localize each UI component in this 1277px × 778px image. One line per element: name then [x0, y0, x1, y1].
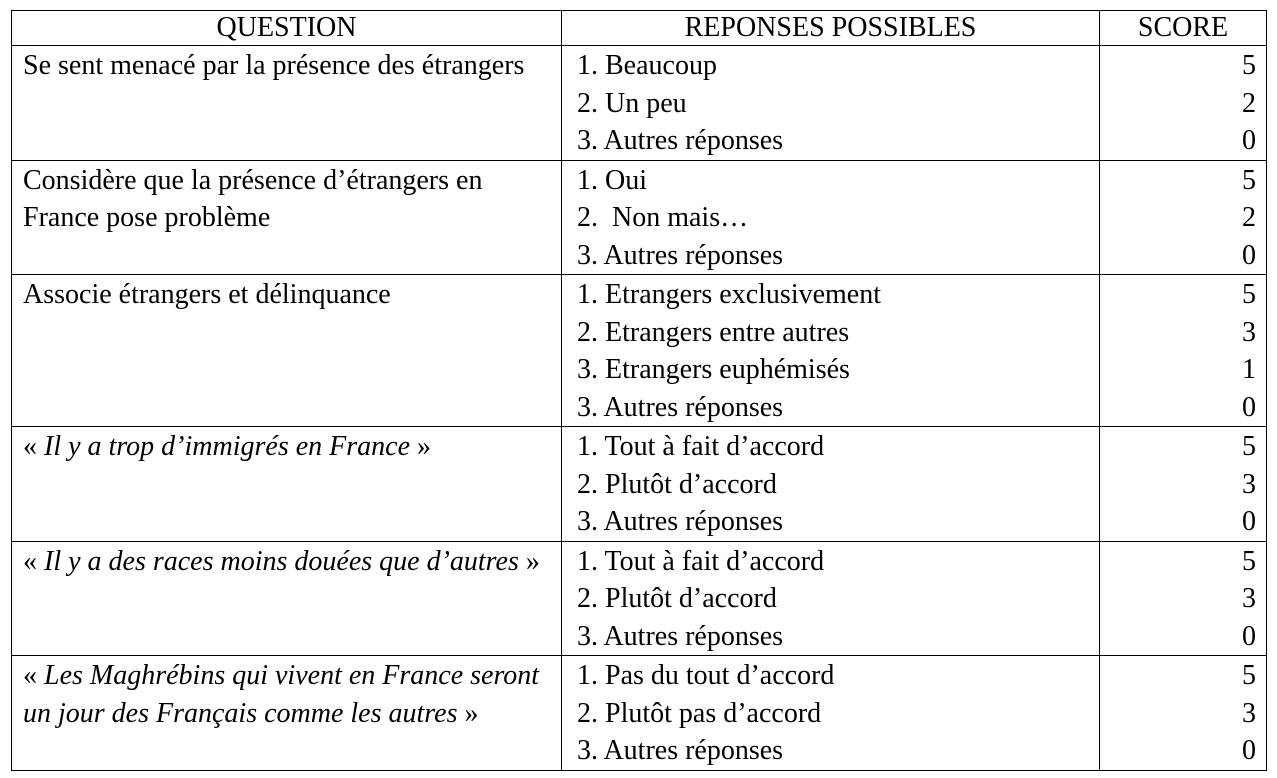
question-cell: Associe étrangers et délinquance — [11, 274, 562, 427]
answers-cell: 1. Oui 2. Non mais… 3. Autres réponses — [561, 159, 1100, 275]
score-value: 0 — [1242, 239, 1256, 271]
score-value: 1 — [1242, 354, 1256, 385]
score-value: 2 — [1242, 202, 1256, 233]
table-row: Considère que la présence d’étrangers en… — [11, 159, 1267, 275]
score-value: 5 — [1242, 431, 1256, 462]
quoted-statement: Il y a des races moins douées que d’autr… — [44, 545, 519, 577]
score-value: 2 — [1242, 87, 1256, 119]
question-cell: Considère que la présence d’étrangers en… — [11, 159, 562, 275]
survey-score-table: QUESTION REPONSES POSSIBLES SCORE Se sen… — [11, 10, 1267, 771]
table-row: Associe étrangers et délinquance 1. Etran… — [11, 274, 1267, 427]
score-value: 0 — [1242, 506, 1256, 537]
question-cell: « Les Maghrébins qui vivent en France se… — [11, 655, 562, 771]
score-cell: 5 3 0 — [1099, 655, 1267, 771]
answer-option: 1. Etrangers exclusivement — [577, 279, 882, 310]
answer-option: 2. Etrangers entre autres — [577, 316, 850, 348]
score-value: 5 — [1242, 50, 1256, 81]
quote-open: « — [23, 431, 44, 462]
score-cell: 5 2 0 — [1099, 45, 1267, 161]
quote-close: » — [410, 431, 431, 462]
question-text: Considère que la présence d’étrangers en… — [23, 164, 483, 234]
header-row: QUESTION REPONSES POSSIBLES SCORE — [11, 10, 1267, 46]
question-text: Associe étrangers et délinquance — [23, 279, 391, 310]
answer-option: 3. Autres réponses — [577, 735, 784, 766]
answer-option: 3. Autres réponses — [577, 391, 784, 423]
quote-close: » — [518, 545, 540, 577]
question-cell: Se sent menacé par la présence des étran… — [11, 45, 562, 161]
question-text: Se sent menacé par la présence des étran… — [23, 50, 525, 81]
table-row: « Il y a trop d’immigrés en France »1. T… — [11, 426, 1267, 542]
answer-option: 2. Plutôt d’accord — [577, 583, 777, 614]
score-value: 3 — [1242, 697, 1256, 729]
question-text: « Il y a trop d’immigrés en France » — [12, 427, 561, 466]
answer-option: 3. Etrangers euphémisés — [577, 354, 850, 385]
score-value: 5 — [1242, 660, 1256, 691]
score-cell: 5 2 0 — [1099, 159, 1267, 275]
answer-option: 1. Oui — [577, 164, 647, 196]
answers-cell: 1. Etrangers exclusivement 2. Etrangers e… — [561, 274, 1100, 427]
question-cell: « Il y a trop d’immigrés en France » — [11, 426, 562, 542]
score-cell: 5 3 1 0 — [1099, 274, 1267, 427]
header-answers: REPONSES POSSIBLES — [561, 10, 1100, 46]
table-row: « Les Maghrébins qui vivent en France se… — [11, 655, 1267, 771]
question-text: « Il y a des races moins douées que d’au… — [12, 542, 561, 581]
quoted-statement: Les Maghrébins qui vivent en France sero… — [23, 660, 540, 729]
table-body: Se sent menacé par la présence des étran… — [11, 45, 1267, 771]
quote-open: « — [23, 545, 44, 577]
table-row: « Il y a des races moins douées que d’au… — [11, 540, 1267, 656]
score-value: 0 — [1242, 620, 1256, 652]
answer-option: 3. Autres réponses — [577, 239, 784, 271]
answer-option: 2. Plutôt d’accord — [577, 468, 777, 500]
quoted-statement: Il y a trop d’immigrés en France — [44, 431, 410, 462]
score-value: 0 — [1242, 125, 1256, 156]
score-value: 3 — [1242, 583, 1256, 614]
answer-option: 1. Beaucoup — [577, 50, 717, 81]
answer-option: 1. Tout à fait d’accord — [577, 431, 825, 462]
score-value: 5 — [1242, 545, 1256, 577]
score-value: 3 — [1242, 316, 1256, 348]
quote-open: « — [23, 660, 44, 691]
answer-option: 1. Pas du tout d’accord — [577, 660, 835, 691]
answers-cell: 1. Pas du tout d’accord 2. Plutôt pas d’a… — [561, 655, 1100, 771]
answers-cell: 1. Tout à fait d’accord 2. Plutôt d’accor… — [561, 426, 1100, 542]
score-cell: 5 3 0 — [1099, 426, 1267, 542]
answers-cell: 1. Beaucoup 2. Un peu 3. Autres réponses — [561, 45, 1100, 161]
question-cell: « Il y a des races moins douées que d’au… — [11, 540, 562, 656]
score-value: 0 — [1242, 391, 1256, 423]
header-question: QUESTION — [11, 10, 562, 46]
score-value: 3 — [1242, 468, 1256, 500]
score-value: 0 — [1242, 735, 1256, 766]
answer-option: 3. Autres réponses — [577, 506, 784, 537]
score-cell: 5 3 0 — [1099, 540, 1267, 656]
answer-option: 2. Plutôt pas d’accord — [577, 697, 822, 729]
answer-option: 3. Autres réponses — [577, 620, 784, 652]
quote-close: » — [457, 697, 479, 729]
header-score: SCORE — [1099, 10, 1267, 46]
score-value: 5 — [1242, 279, 1256, 310]
answer-option: 1. Tout à fait d’accord — [577, 545, 825, 577]
answer-option: 3. Autres réponses — [577, 125, 784, 156]
table-row: Se sent menacé par la présence des étran… — [11, 45, 1267, 161]
answer-option: 2. Un peu — [577, 87, 687, 119]
question-text: « Les Maghrébins qui vivent en France se… — [12, 656, 561, 732]
score-value: 5 — [1242, 164, 1256, 196]
answers-cell: 1. Tout à fait d’accord 2. Plutôt d’accor… — [561, 540, 1100, 656]
answer-option: 2. Non mais… — [577, 202, 749, 233]
